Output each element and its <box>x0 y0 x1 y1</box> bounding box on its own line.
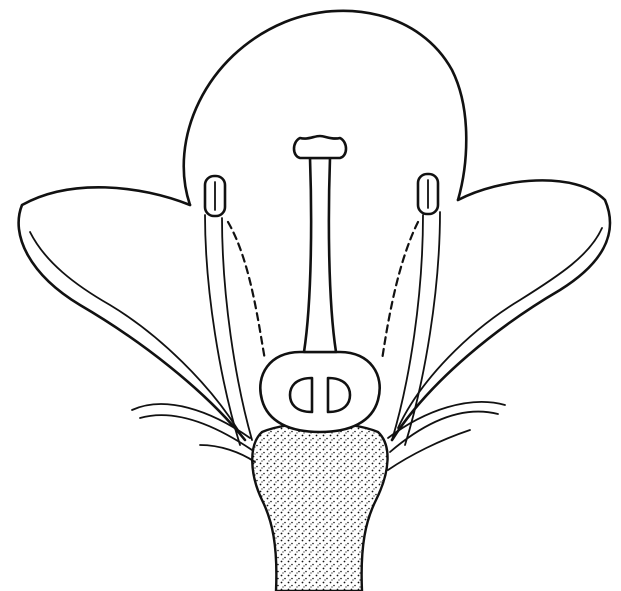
right-petal <box>392 180 610 440</box>
right-stamen-dashed <box>382 222 418 360</box>
stigma <box>294 136 346 158</box>
ovary <box>260 352 379 432</box>
left-petal <box>19 187 245 440</box>
receptacle <box>252 423 387 591</box>
right-sepal-bottom <box>388 430 470 470</box>
ovary-locule-left <box>290 378 312 412</box>
ovary-locule-right <box>328 378 350 412</box>
left-stamen-dashed <box>228 222 265 360</box>
